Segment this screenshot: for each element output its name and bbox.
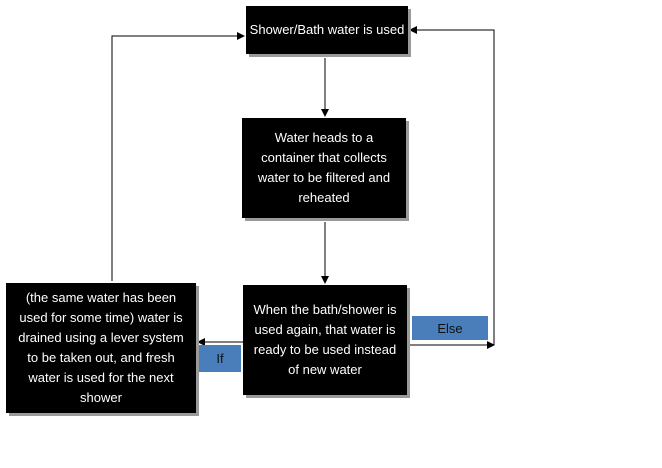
box-water-drained: (the same water has been used for some t… [6,283,196,413]
if-label-text: If [216,351,224,366]
box-when-used-again: When the bath/shower is used again, that… [243,285,407,395]
box-same-text: (the same water has been used for some t… [18,290,184,405]
if-label: If [199,345,241,372]
box-heads-text: Water heads to a container that collects… [257,130,391,205]
box-when-text: When the bath/shower is used again, that… [253,302,397,377]
else-label: Else [412,316,488,340]
box-water-heads-to-container: Water heads to a container that collects… [242,118,406,218]
arrow-else-loop-to-shower [409,26,495,345]
else-label-text: Else [437,320,463,336]
box-shower-text: Shower/Bath water is used [249,22,405,37]
arrow-same-loop-to-shower [111,32,245,281]
box-shower-water-used: Shower/Bath water is used [246,6,408,54]
